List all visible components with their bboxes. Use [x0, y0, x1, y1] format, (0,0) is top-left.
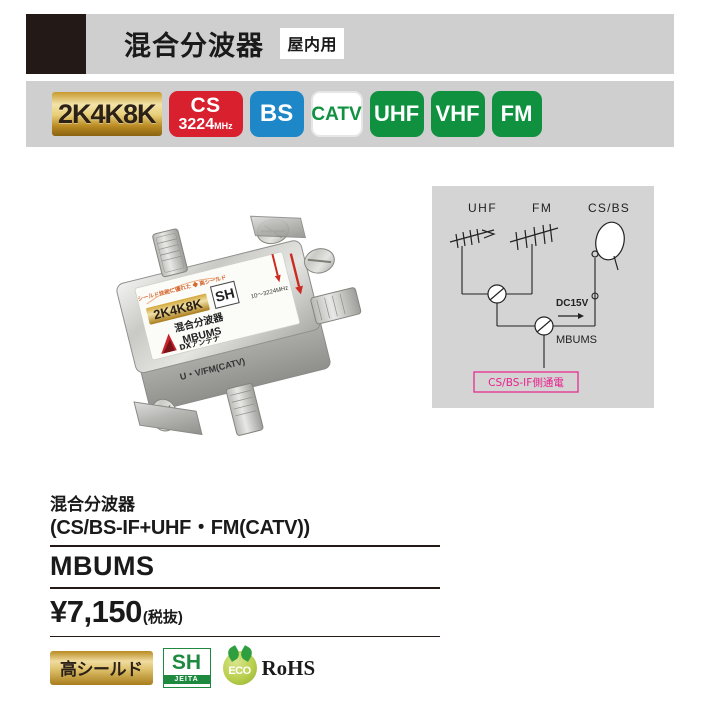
- eco-icon: ECO: [222, 645, 257, 685]
- eco-label: ECO: [228, 665, 251, 677]
- certification-row: 高シールド SH JEITA ECO RoHS: [50, 645, 316, 688]
- badge-cs-frequency-unit: MHz: [214, 121, 233, 131]
- f-connector-top: [152, 228, 188, 278]
- divider-1: [50, 545, 440, 548]
- badge-catv-label: CATV: [311, 103, 362, 125]
- page-header: 混合分波器 屋内用: [26, 14, 674, 74]
- mounting-screw-right: [304, 248, 335, 274]
- diagram-label-fm: FM: [532, 201, 552, 215]
- spec-badge-row: 2K4K8K CS 3224MHz BS CATV UHF VHF FM: [26, 81, 674, 147]
- product-price: ¥7,150: [50, 593, 142, 629]
- badge-bs-label: BS: [259, 100, 294, 127]
- product-model: MBUMS: [50, 551, 155, 582]
- page-title: 混合分波器: [124, 31, 264, 61]
- f-connector-bottom: [225, 383, 264, 436]
- product-photo: 2K4K8K SH シールド性能に優れた ◆ 高シールド 混合分波器 MBUMS…: [86, 196, 416, 476]
- product-price-row: ¥7,150 (税抜): [50, 589, 440, 636]
- badge-fm-label: FM: [500, 101, 533, 126]
- product-name-line1: 混合分波器: [50, 495, 135, 514]
- badge-2k4k8k-label: 2K4K8K: [58, 98, 157, 129]
- diagram-note-box: [473, 371, 579, 393]
- product-name: 混合分波器 (CS/BS-IF+UHF・FM(CATV)): [50, 494, 440, 545]
- diagram-mixer-mbums: [534, 316, 554, 336]
- badge-sh-label: SH: [171, 651, 202, 674]
- divider-2: [50, 587, 440, 589]
- badge-cs-title: CS: [190, 94, 221, 117]
- diagram-note-text: CS/BS-IF側通電: [488, 376, 564, 389]
- leaf-icon-left: [224, 645, 242, 662]
- diagram-label-uhf: UHF: [468, 201, 497, 215]
- badge-jeita-label: JEITA: [163, 675, 210, 684]
- badge-catv: CATV: [310, 91, 363, 137]
- badge-high-shield: 高シールド: [50, 651, 153, 685]
- diagram-mixer-upper: [487, 284, 507, 304]
- badge-eco-rohs: ECO RoHS: [222, 645, 316, 685]
- diagram-label-dc15v: DC15V: [556, 298, 589, 309]
- badge-vhf: VHF: [430, 91, 485, 137]
- product-info: 混合分波器 (CS/BS-IF+UHF・FM(CATV)) MBUMS ¥7,1…: [50, 494, 440, 638]
- badge-cs: CS 3224MHz: [168, 91, 243, 137]
- product-price-tax-note: (税抜): [142, 608, 183, 626]
- f-connector-right: [310, 287, 362, 325]
- header-accent-block: [26, 14, 86, 74]
- uhf-antenna-icon: [449, 228, 496, 249]
- header-title-group: 混合分波器 屋内用: [86, 28, 344, 60]
- diagram-power-arrow: [558, 313, 584, 319]
- badge-uhf-label: UHF: [373, 101, 420, 126]
- badge-bs: BS: [249, 91, 304, 137]
- diagram-label-mbums: MBUMS: [556, 334, 597, 346]
- badge-2k4k8k: 2K4K8K: [52, 92, 162, 136]
- rohs-label: RoHS: [261, 655, 316, 680]
- diagram-label-csbs: CS/BS: [588, 201, 630, 215]
- usage-tag: 屋内用: [280, 28, 344, 59]
- badge-sh-jeita: SH JEITA: [162, 648, 211, 688]
- diagram-wiring: [461, 244, 596, 368]
- leaf-icon-right: [237, 645, 255, 662]
- csbs-dish-icon: [591, 221, 625, 271]
- badge-vhf-label: VHF: [435, 101, 480, 126]
- badge-cs-frequency: 3224MHz: [179, 117, 233, 133]
- badge-fm: FM: [491, 91, 542, 137]
- photo-label-sh: SH: [213, 285, 236, 305]
- divider-3: [50, 635, 440, 638]
- badge-cs-frequency-value: 3224: [178, 116, 215, 133]
- badge-uhf: UHF: [369, 91, 424, 137]
- product-name-line2: (CS/BS-IF+UHF・FM(CATV)): [50, 516, 310, 539]
- system-diagram: UHF FM CS/BS: [432, 186, 654, 408]
- fm-antenna-icon: [509, 223, 559, 251]
